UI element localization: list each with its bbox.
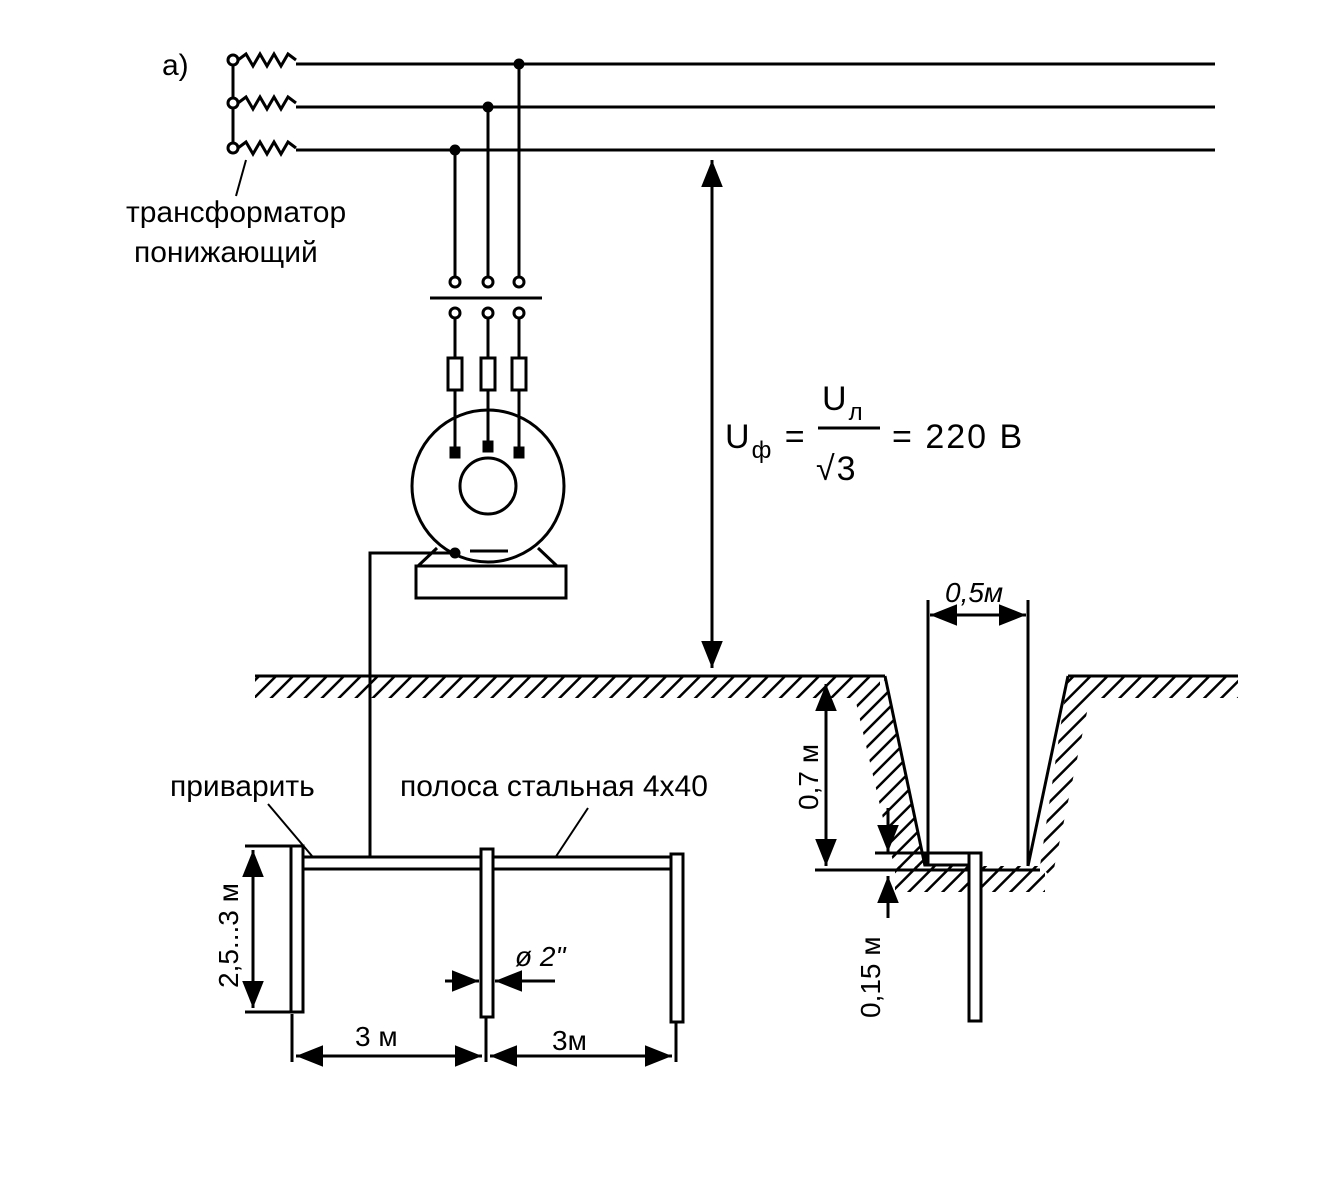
trench-width-label: 0,5м [945, 577, 1003, 608]
svg-text:= 220 В: = 220 В [892, 418, 1024, 456]
rod-length-dimension [242, 844, 292, 1014]
strip-offset-dimension [875, 808, 925, 918]
three-phase-lines [296, 62, 1215, 152]
rod-diameter-label: ø 2" [515, 941, 566, 972]
transformer-symbol [226, 51, 297, 157]
weld-leader [267, 803, 313, 857]
rod-spacing-label-2: 3м [552, 1025, 587, 1056]
rod-length-label: 2,5...3 м [213, 883, 244, 988]
trench-depth-dimension [815, 684, 890, 872]
svg-text:Uф =: Uф = [725, 418, 807, 464]
ground-wire [368, 547, 461, 860]
weld-label: приварить [170, 770, 315, 803]
rod-spacing-dimension [290, 1014, 678, 1067]
phase-drops [449, 58, 525, 278]
transformer-leader [235, 159, 247, 197]
motor-symbol [410, 408, 568, 600]
strip-offset-label: 0,15 м [855, 936, 886, 1018]
strip-label: полоса стальная 4х40 [400, 770, 708, 803]
figure-label: а) [162, 49, 189, 82]
strip-leader [554, 807, 589, 859]
svg-text:√3: √3 [816, 450, 858, 488]
svg-text:Uл: Uл [822, 380, 865, 426]
transformer-label-line2: понижающий [134, 236, 318, 269]
trench-depth-label: 0,7 м [793, 744, 824, 810]
ground-electrode-assembly [289, 844, 685, 1024]
fuses [446, 318, 528, 452]
trench-width-dimension [926, 600, 1030, 866]
phase-voltage-formula: Uф = Uл √3 = 220 В [725, 380, 1024, 488]
transformer-label-line1: трансформатор [126, 196, 346, 229]
ground-surface [255, 674, 1238, 1023]
switch-symbol [430, 275, 542, 320]
rod-spacing-label-1: 3 м [355, 1021, 398, 1052]
